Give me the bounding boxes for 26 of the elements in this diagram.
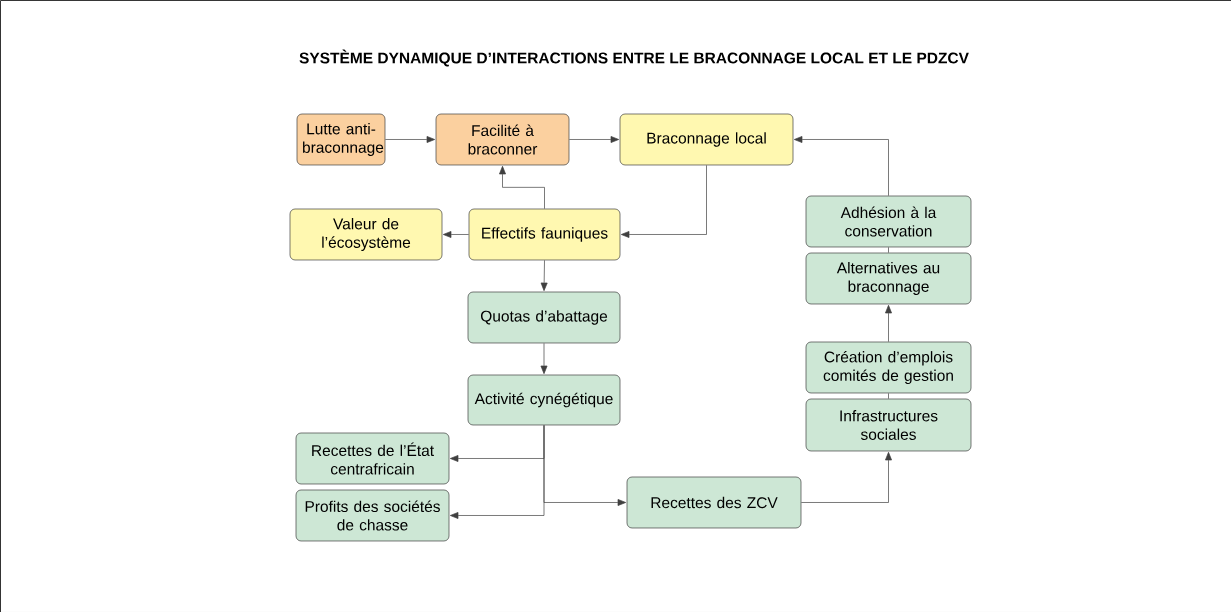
process-box: Alternatives au braconnage	[805, 252, 972, 305]
process-box: Recettes de l’État centrafricain	[295, 432, 450, 485]
process-box: Facilité à braconner	[435, 113, 570, 166]
process-box: Infrastructures sociales	[805, 398, 972, 452]
arrow	[540, 343, 548, 375]
arrow	[540, 260, 548, 292]
process-box: Quotas d’abattage	[467, 291, 621, 344]
arrow	[793, 136, 889, 196]
arrow	[499, 165, 545, 209]
process-box: Profits des sociétés de chasse	[295, 489, 450, 542]
arrow	[442, 231, 469, 238]
arrow	[569, 136, 620, 143]
arrow	[885, 304, 892, 342]
process-box: Effectifs fauniques	[468, 208, 621, 261]
process-box: Adhésion à la conservation	[805, 195, 972, 248]
process-box: Braconnage local	[619, 113, 794, 166]
arrow	[801, 451, 892, 503]
process-box: Valeur de l’écosystème	[289, 208, 443, 261]
arrow	[621, 165, 707, 238]
process-box: Activité cynégétique	[467, 374, 621, 426]
process-box: Lutte anti-braconnage	[296, 113, 386, 166]
process-box: Recettes des ZCV	[626, 476, 802, 529]
title: SYSTÈME DYNAMIQUE D’INTERACTIONS ENTRE LE BRACONNAGE LOCAL ET LE PDZCV	[299, 49, 969, 67]
arrow	[543, 425, 627, 506]
process-box: Création d’emplois comités de gestion	[805, 341, 972, 394]
arrow	[385, 136, 436, 143]
